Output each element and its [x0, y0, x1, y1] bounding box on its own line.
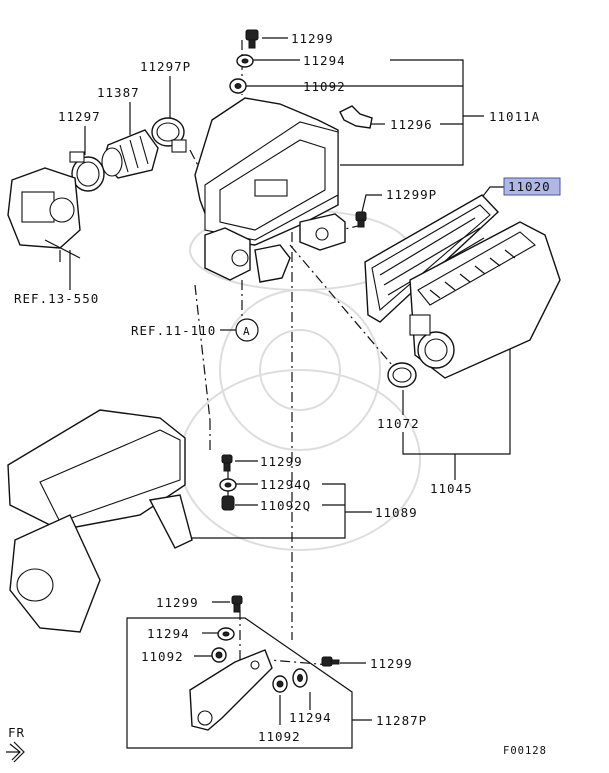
callout-11294-box: 11294: [147, 626, 190, 641]
callout-11092-box: 11092: [141, 649, 184, 664]
air-filter-element: [364, 194, 499, 323]
bolt-icon: [245, 29, 259, 49]
highlight-box: [503, 177, 561, 196]
callout-11020: 11020: [508, 179, 551, 194]
ref-11-110: REF.11-110: [131, 323, 216, 338]
callout-11299-low: 11299: [156, 595, 199, 610]
ref-13-550: REF.13-550: [14, 291, 99, 306]
resonator-duct: [7, 409, 193, 633]
collar-icon: [229, 78, 247, 94]
bracket-icon: [189, 649, 273, 731]
callout-11294-top: 11294: [303, 53, 346, 68]
callout-11387: 11387: [97, 85, 140, 100]
intake-hose-icon: [101, 129, 159, 179]
callout-11092-bottom: 11092: [258, 729, 301, 744]
reference-circle-a: [235, 318, 259, 342]
grommet-icon-3: [217, 627, 235, 641]
collar-icon-3: [211, 647, 227, 663]
callout-11294-bottom: 11294: [289, 710, 332, 725]
callout-11092-top: 11092: [303, 79, 346, 94]
fr-label: FR: [8, 725, 25, 740]
callout-11299-right: 11299: [370, 656, 413, 671]
callout-labels: 11299 11294 11092 11296 11011A 11297P 11…: [8, 31, 551, 757]
dash-lines: [189, 40, 393, 666]
callout-11299p: 11299P: [386, 187, 437, 202]
clip-icon: [339, 105, 373, 129]
throttle-body: [7, 167, 81, 262]
bolt-icon-5: [321, 656, 340, 667]
callout-11297: 11297: [58, 109, 101, 124]
reference-letter-a: A: [243, 325, 251, 338]
grommet-icon-4: [292, 668, 308, 688]
air-cleaner-upper-case: [194, 97, 346, 283]
callout-11296: 11296: [390, 117, 433, 132]
hose-clamp-icon: [151, 117, 187, 153]
grommet-icon-2: [219, 478, 237, 492]
callout-11299-mid: 11299: [260, 454, 303, 469]
callout-11011a: 11011A: [489, 109, 540, 124]
bolt-icon-4: [231, 595, 243, 613]
leader-lines: [69, 37, 511, 749]
callout-11045: 11045: [430, 481, 473, 496]
hose-clamp-icon-2: [69, 151, 105, 192]
bolt-icon-2: [355, 211, 367, 228]
callout-11297p: 11297P: [140, 59, 191, 74]
gasket-ring-icon: [387, 362, 417, 388]
callout-11299-top: 11299: [291, 31, 334, 46]
figure-code: F00128: [503, 745, 547, 757]
callout-11072: 11072: [377, 416, 420, 431]
callout-11294q: 11294Q: [260, 477, 311, 492]
collar-icon-4: [272, 675, 288, 693]
callout-11092q: 11092Q: [260, 498, 311, 513]
front-arrow-icon: [6, 741, 25, 763]
collar-icon-2: [221, 495, 235, 511]
air-cleaner-lower-case: [409, 221, 561, 379]
grommet-icon: [236, 54, 254, 68]
callout-11089: 11089: [375, 505, 418, 520]
callout-11287p: 11287P: [376, 713, 427, 728]
bolt-icon-3: [221, 454, 233, 472]
